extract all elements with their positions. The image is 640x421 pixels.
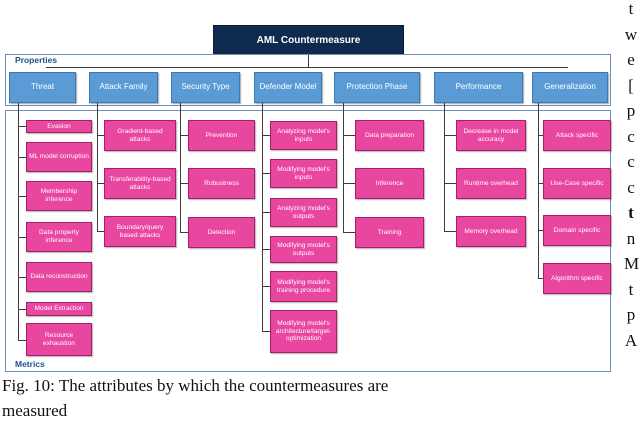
leaf-detection: Detection (188, 217, 255, 248)
root-node: AML Countermeasure (213, 25, 404, 55)
metrics-label: Metrics (15, 359, 45, 369)
side-letter: n (626, 228, 636, 248)
column-header-threat: Threat (9, 72, 76, 103)
side-letter: t (628, 279, 634, 299)
branch (18, 126, 26, 127)
branch (262, 249, 270, 250)
branch (444, 183, 456, 184)
branch (97, 231, 104, 232)
branch (343, 183, 355, 184)
leaf-runtime-overhead: Runtime overhead (456, 168, 526, 199)
branch (18, 237, 26, 238)
spine-security-type (180, 103, 181, 233)
column-header-defender-model: Defender Model (254, 72, 322, 103)
leaf-domain-specific: Domain specific (543, 215, 611, 246)
spine-threat (18, 103, 19, 341)
leaf-evasion: Evasion (26, 120, 92, 133)
branch (444, 135, 456, 136)
branch (180, 135, 188, 136)
branch (262, 286, 270, 287)
branch (18, 309, 26, 310)
side-letter: t (628, 0, 634, 18)
spine-generalization (538, 103, 539, 279)
side-letter: p (626, 101, 636, 120)
leaf-modifying-architecture: Modifying model's architecture/target-op… (270, 310, 337, 353)
leaf-membership-inference: Membership inference (26, 181, 92, 211)
leaf-modifying-outputs: Modifying model's outputs (270, 236, 337, 263)
leaf-modifying-training-procedure: Modifying model's training procedure (270, 271, 337, 302)
side-letter: c (627, 177, 635, 197)
leaf-training: Training (355, 217, 424, 248)
leaf-use-case-specific: Use-Case specific (543, 168, 611, 199)
leaf-memory-overhead: Memory overhead (456, 216, 526, 247)
side-letter: t (628, 203, 634, 222)
properties-frame (5, 54, 611, 106)
side-letter: p (626, 305, 636, 324)
side-letter: A (624, 330, 638, 350)
branch (180, 232, 188, 233)
leaf-data-property-inference: Data property inference (26, 222, 92, 252)
leaf-prevention: Prevention (188, 120, 255, 151)
branch (262, 212, 270, 213)
column-header-generalization: Generalization (532, 72, 608, 103)
leaf-inference: Inference (355, 168, 424, 199)
leaf-data-reconstruction: Data reconstruction (26, 262, 92, 292)
header-connector (46, 67, 568, 68)
spine-attack-family (97, 103, 98, 232)
branch (18, 157, 26, 158)
branch (538, 135, 543, 136)
side-letter: [ (628, 75, 634, 95)
side-letter: M (624, 254, 640, 273)
branch (538, 183, 543, 184)
leaf-boundary-query-attacks: Boundary/query based attacks (104, 216, 176, 247)
branch (444, 231, 456, 232)
leaf-decrease-model-accuracy: Decrease in model accuracy (456, 120, 526, 151)
side-letter: c (627, 126, 635, 146)
spine-protection-phase (343, 103, 344, 233)
leaf-model-extraction: Model Extraction (26, 302, 92, 316)
column-header-attack-family: Attack Family (89, 72, 158, 103)
leaf-gradient-based-attacks: Gradient-based attacks (104, 120, 176, 151)
branch (343, 135, 355, 136)
side-text-column: t w e [ p c c c t n M t p A (624, 0, 640, 353)
leaf-ml-model-corruption: ML model corruption (26, 142, 92, 172)
leaf-algorithm-specific: Algorithm specific (543, 263, 611, 294)
leaf-resource-exhaustion: Resource exhaustion (26, 323, 92, 356)
branch (538, 230, 543, 231)
column-header-performance: Performance (434, 72, 523, 103)
branch (97, 135, 104, 136)
branch (97, 183, 104, 184)
root-connector (308, 55, 309, 67)
branch (18, 340, 26, 341)
column-header-security-type: Security Type (171, 72, 240, 103)
branch (262, 331, 270, 332)
side-letter: c (627, 152, 635, 171)
branch (262, 173, 270, 174)
figure-caption-continued: measured (2, 401, 68, 420)
figure-caption: Fig. 10: The attributes by which the cou… (2, 376, 389, 395)
column-header-protection-phase: Protection Phase (334, 72, 420, 103)
leaf-analyzing-inputs: Analyzing model's inputs (270, 121, 337, 150)
branch (180, 183, 188, 184)
branch (538, 278, 543, 279)
branch (18, 196, 26, 197)
leaf-transferability-based-attacks: Transferability-based attacks (104, 168, 176, 199)
side-letter: e (627, 50, 635, 69)
properties-label: Properties (15, 55, 58, 65)
branch (343, 232, 355, 233)
leaf-data-preparation: Data preparation (355, 120, 424, 151)
spine-defender-model (262, 103, 263, 331)
leaf-robustness: Robustness (188, 168, 255, 199)
branch (262, 135, 270, 136)
leaf-analyzing-outputs: Analyzing model's outputs (270, 198, 337, 227)
side-letter: w (624, 24, 638, 44)
leaf-attack-specific: Attack specific (543, 120, 611, 151)
spine-performance (444, 103, 445, 231)
branch (18, 277, 26, 278)
leaf-modifying-inputs: Modifying model's inputs (270, 159, 337, 188)
